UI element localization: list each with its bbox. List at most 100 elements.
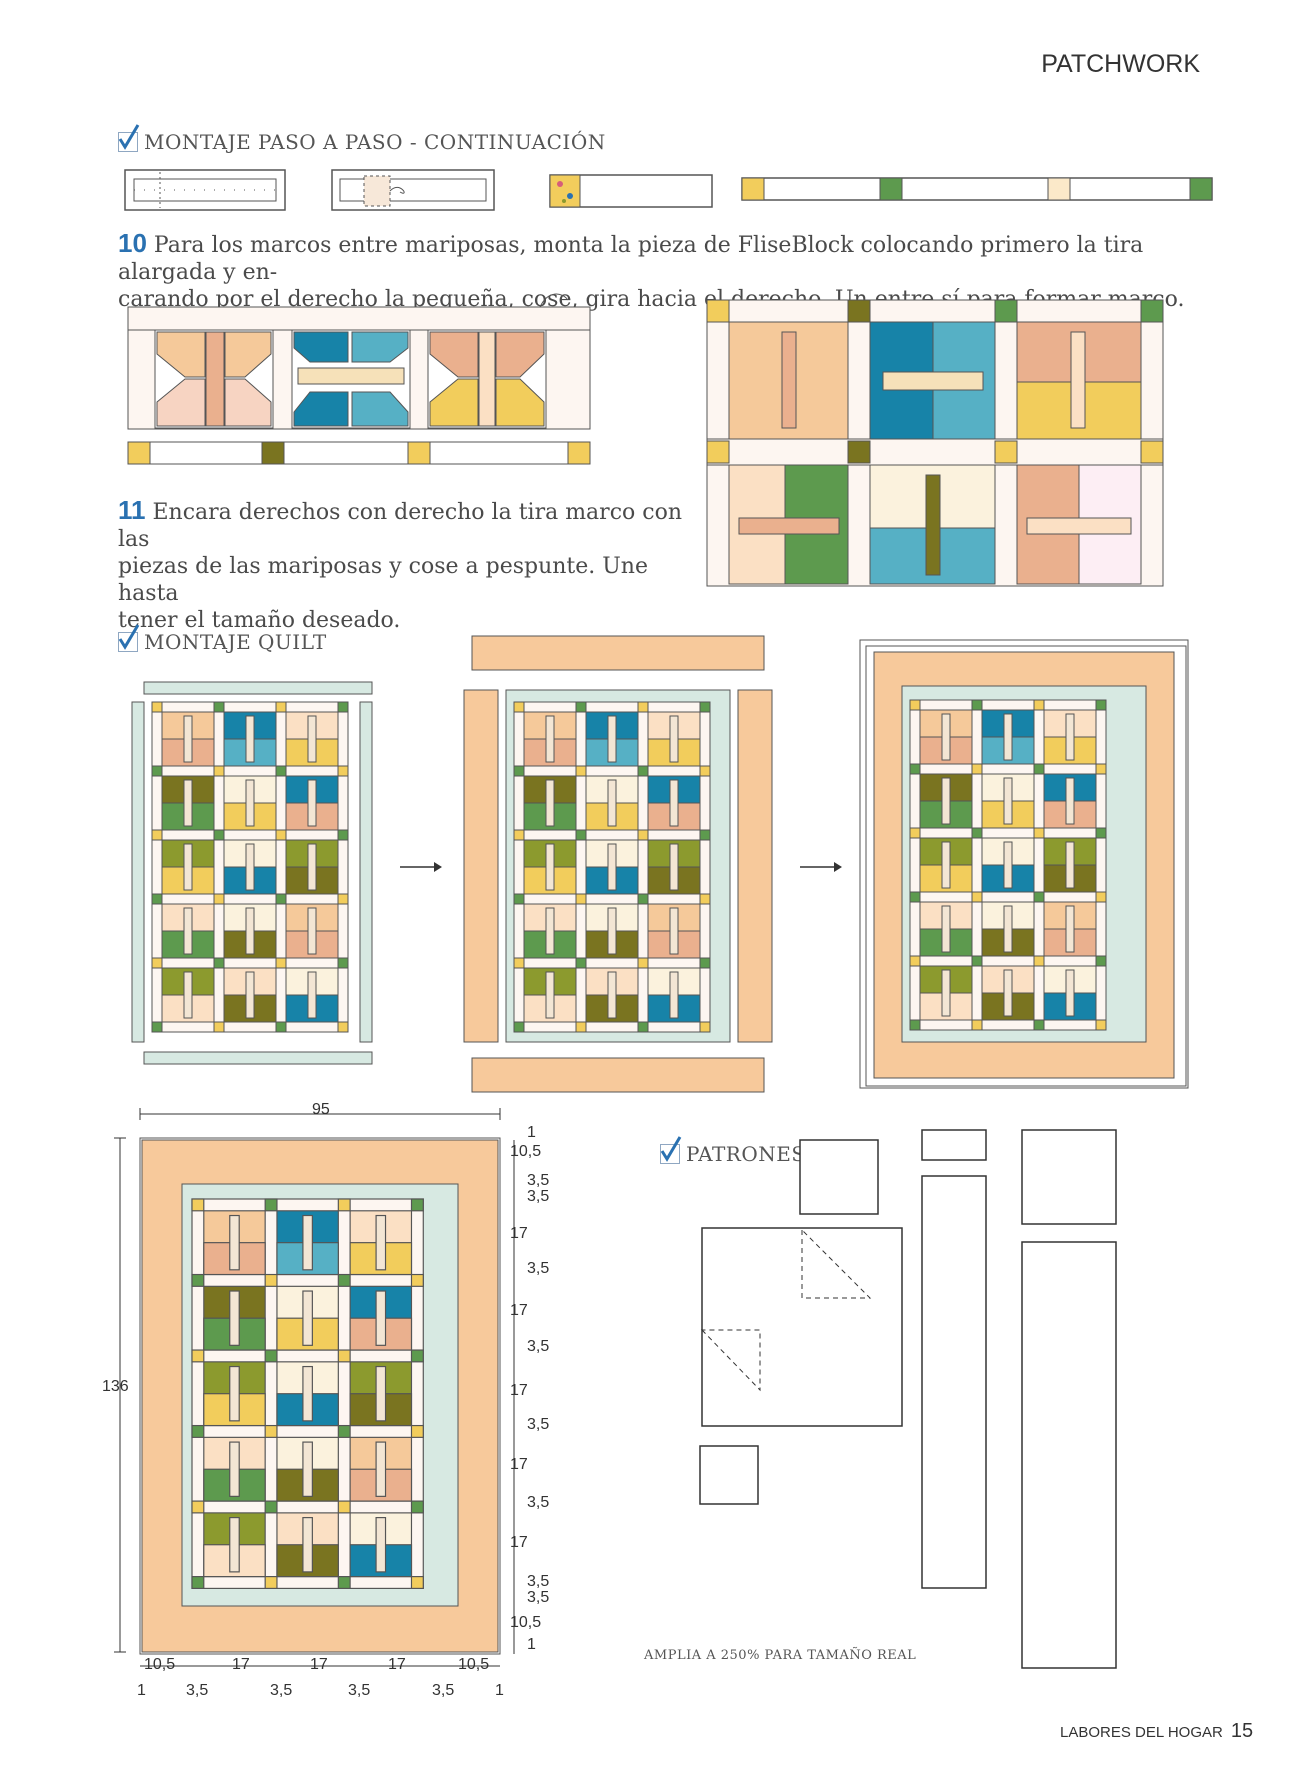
step-10-text: 10 Para los marcos entre mariposas, mont… (118, 230, 1238, 313)
cornerstone (151, 701, 163, 713)
cornerstone (1095, 827, 1107, 839)
butterfly-body (229, 1365, 240, 1422)
cornerstone (909, 891, 921, 903)
butterfly-body (245, 843, 255, 891)
quilt-grid (151, 701, 349, 1033)
cornerstone (337, 1424, 351, 1438)
cornerstone (151, 829, 163, 841)
cornerstone (337, 893, 349, 905)
cornerstone (513, 1021, 525, 1033)
cornerstone (191, 1273, 205, 1287)
butterfly-body (229, 1290, 240, 1346)
butterfly-body (229, 1517, 240, 1573)
section-heading-text: MONTAJE QUILT (144, 630, 327, 654)
dim-bottom-4: 17 (388, 1656, 406, 1673)
cornerstone (213, 1021, 225, 1033)
cornerstone (213, 701, 225, 713)
butterfly-body (183, 971, 193, 1019)
step-10-line1: Para los marcos entre mariposas, monta l… (118, 233, 1144, 285)
cornerstone (337, 1273, 351, 1287)
step-11-line3: tener el tamaño deseado. (118, 608, 401, 633)
cornerstone (337, 1349, 351, 1363)
cornerstone (191, 1198, 205, 1212)
cornerstone (410, 1273, 424, 1287)
butterfly-row-diagram (127, 293, 591, 465)
cornerstone (151, 1021, 163, 1033)
cornerstone (971, 827, 983, 839)
butterfly-body (607, 715, 617, 763)
butterfly-body (1003, 841, 1013, 889)
cornerstone (575, 893, 587, 905)
butterfly-body (183, 715, 193, 763)
section-heading-patrones: PATRONES (660, 1136, 806, 1166)
butterfly-body (307, 907, 317, 955)
dim-bottom-low-5: 3,5 (432, 1682, 455, 1699)
cornerstone (337, 957, 349, 969)
quilt-dimension-diagram (114, 1108, 515, 1667)
enlarge-note: AMPLIA A 250% PARA TAMAÑO REAL (644, 1648, 917, 1663)
cornerstone (213, 957, 225, 969)
butterfly-body (245, 907, 255, 955)
dim-right-5: 17 (510, 1225, 528, 1242)
quilt-stage-2 (463, 635, 773, 1093)
strip-diagram-b (331, 169, 495, 211)
cornerstone (1033, 699, 1045, 711)
dim-bottom-low-6: 1 (495, 1682, 504, 1699)
dim-right-4: 3,5 (527, 1188, 550, 1205)
butterfly-body (545, 843, 555, 891)
section-heading-text: MONTAJE PASO A PASO - CONTINUACIÓN (144, 130, 606, 154)
cornerstone (1033, 955, 1045, 967)
dim-right-1: 1 (527, 1124, 536, 1141)
cornerstone (1095, 955, 1107, 967)
dim-bottom-3: 17 (310, 1656, 328, 1673)
checkmark-icon (118, 124, 140, 152)
step-number: 11 (118, 495, 146, 525)
butterfly-body (375, 1517, 387, 1573)
cornerstone (264, 1198, 278, 1212)
step-11-line1: Encara derechos con derecho la tira marc… (118, 500, 682, 552)
cornerstone (971, 1019, 983, 1031)
pattern-templates (699, 1129, 1117, 1669)
cornerstone (264, 1424, 278, 1438)
butterfly-body (941, 841, 951, 889)
butterfly-body (183, 779, 193, 827)
butterfly-body (1003, 905, 1013, 953)
cornerstone (1033, 891, 1045, 903)
arrow-right-icon (400, 862, 442, 872)
butterfly-body (302, 1441, 313, 1497)
quilt-grid (513, 701, 711, 1033)
butterfly-body (307, 843, 317, 891)
butterfly-grid-diagram (706, 299, 1164, 587)
dim-right-14: 3,5 (527, 1573, 550, 1590)
butterfly-body (669, 715, 679, 763)
cornerstone (575, 957, 587, 969)
cornerstone (699, 1021, 711, 1033)
cornerstone (275, 829, 287, 841)
checkmark-icon (118, 624, 140, 652)
cornerstone (337, 1198, 351, 1212)
footer-brand: LABORES DEL HOGAR (1060, 1724, 1223, 1741)
quilt-stage-3 (859, 639, 1189, 1089)
dim-bottom-1: 10,5 (144, 1656, 176, 1673)
butterfly-body (545, 715, 555, 763)
dim-right-17: 1 (527, 1636, 536, 1653)
butterfly-body (302, 1214, 313, 1271)
dim-right-16: 10,5 (510, 1614, 542, 1631)
cornerstone (275, 1021, 287, 1033)
butterfly-body (307, 715, 317, 763)
butterfly-body (941, 777, 951, 825)
strip-diagram-c (549, 174, 713, 208)
cornerstone (191, 1576, 205, 1589)
butterfly-body (183, 843, 193, 891)
cornerstone (1095, 763, 1107, 775)
cornerstone (637, 701, 649, 713)
butterfly-body (375, 1290, 387, 1346)
cornerstone (275, 893, 287, 905)
cornerstone (410, 1500, 424, 1514)
dim-right-8: 3,5 (527, 1338, 550, 1355)
butterfly-body (245, 971, 255, 1019)
butterfly-body (1065, 969, 1075, 1017)
step-11-text: 11 Encara derechos con derecho la tira m… (118, 497, 698, 634)
footer: LABORES DEL HOGAR 15 (1060, 1720, 1253, 1743)
cornerstone (513, 893, 525, 905)
